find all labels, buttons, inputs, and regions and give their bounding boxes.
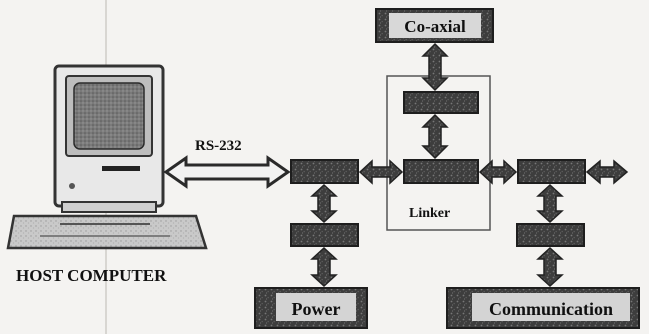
rs232-connection-arrow: [166, 158, 288, 186]
arrow-left-vertical-upper: [312, 185, 336, 222]
arrow-right-vertical-lower: [538, 248, 562, 286]
power-label: Power: [292, 299, 341, 319]
communication-label: Communication: [489, 299, 613, 319]
communication-adapter-unit: [517, 224, 584, 246]
arrow-linker-internal: [423, 115, 447, 158]
arrow-left-vertical-lower: [312, 248, 336, 286]
arrow-linker-right: [480, 161, 516, 183]
linker-upper-unit: [404, 92, 478, 113]
arrow-coaxial-linker: [423, 44, 447, 90]
linker-center-unit: [404, 160, 478, 183]
linker-label: Linker: [409, 206, 450, 221]
coaxial-module: Co-axial: [376, 9, 493, 42]
power-module: Power: [255, 288, 367, 328]
interface-unit-left: [291, 160, 358, 183]
host-computer-label: HOST COMPUTER: [16, 266, 167, 285]
arrow-right-outward: [587, 161, 627, 183]
power-adapter-unit: [291, 224, 358, 246]
communication-module: Communication: [447, 288, 639, 328]
arrow-right-vertical-upper: [538, 185, 562, 222]
arrow-left-linker: [360, 161, 402, 183]
coaxial-label: Co-axial: [404, 17, 466, 36]
rs232-label: RS-232: [195, 138, 242, 154]
desktop-computer-icon: [8, 66, 206, 248]
interface-unit-right: [518, 160, 585, 183]
